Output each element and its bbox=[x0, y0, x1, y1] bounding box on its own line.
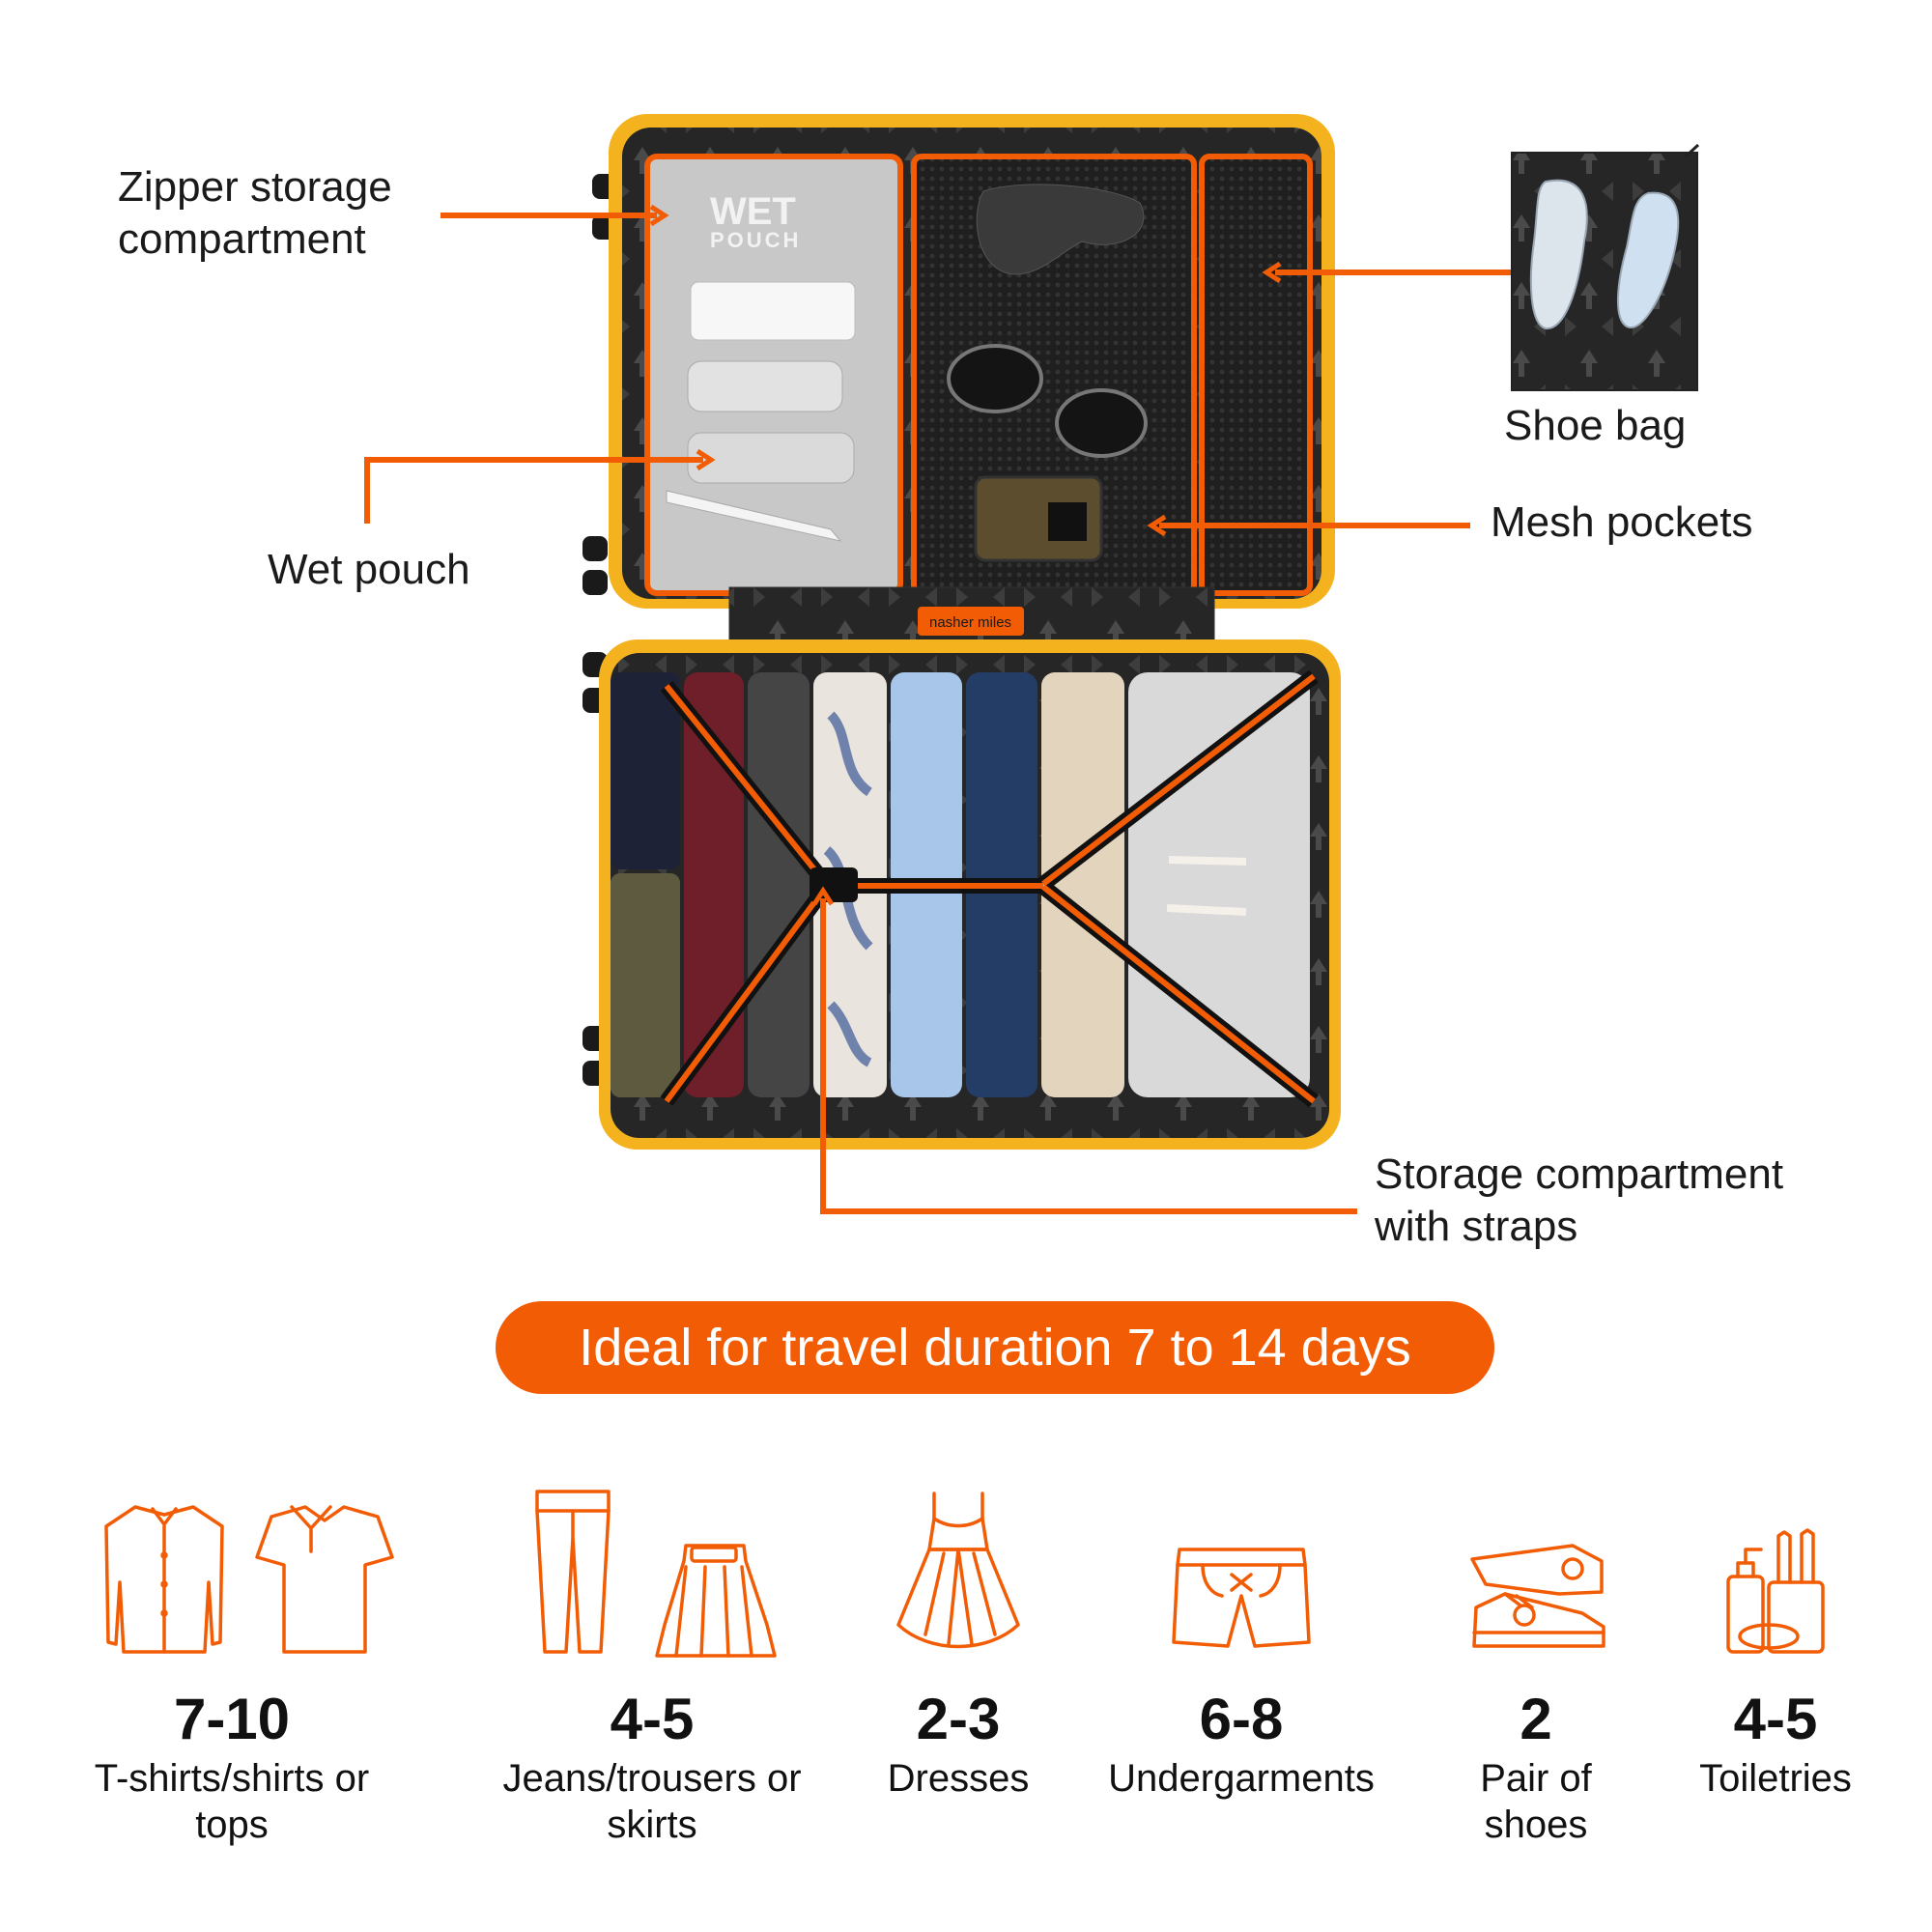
compression-straps bbox=[660, 669, 1319, 1108]
trousers-icon bbox=[535, 1490, 777, 1658]
mesh-pocket-right bbox=[1199, 154, 1313, 596]
rolled-clothes bbox=[611, 672, 1310, 1097]
stat-count: 2 bbox=[1520, 1687, 1552, 1751]
stat-toiletries: 4-5 Toiletries bbox=[1679, 1686, 1872, 1802]
stat-count: 6-8 bbox=[1199, 1687, 1284, 1751]
stat-count: 7-10 bbox=[173, 1687, 291, 1751]
stat-count: 4-5 bbox=[1733, 1687, 1818, 1751]
shorts-icon bbox=[1172, 1548, 1311, 1648]
stat-label: Undergarments bbox=[1108, 1757, 1375, 1800]
shoe-bag-label: Shoe bag bbox=[1504, 402, 1687, 449]
dress-icon bbox=[896, 1492, 1020, 1649]
zipper-compartment-label: Zipper storage compartment bbox=[118, 163, 392, 263]
stat-jeans: 4-5 Jeans/trousers or skirts bbox=[478, 1686, 826, 1848]
sneakers-icon bbox=[1470, 1544, 1605, 1648]
stat-count: 4-5 bbox=[610, 1687, 695, 1751]
shoe-bag bbox=[1511, 143, 1700, 391]
shirt-icon bbox=[104, 1505, 394, 1654]
pouch-title: WET bbox=[710, 190, 796, 233]
stat-count: 2-3 bbox=[916, 1687, 1001, 1751]
suitcase-illustration: WET POUCH nasher miles bbox=[364, 114, 1700, 1214]
stat-label: Jeans/trousers or skirts bbox=[502, 1757, 802, 1846]
toiletries-icon bbox=[1726, 1528, 1825, 1654]
stat-undergarments: 6-8 Undergarments bbox=[1092, 1686, 1391, 1802]
stat-label: T-shirts/shirts or tops bbox=[94, 1757, 370, 1846]
pouch-subtitle: POUCH bbox=[710, 228, 801, 252]
wet-pouch-label: Wet pouch bbox=[268, 546, 470, 593]
stat-dresses: 2-3 Dresses bbox=[862, 1686, 1055, 1802]
callout-lines bbox=[364, 204, 1512, 1214]
brand-label: nasher miles bbox=[929, 614, 1011, 631]
travel-duration-banner: Ideal for travel duration 7 to 14 days bbox=[496, 1301, 1494, 1394]
stat-label: Dresses bbox=[887, 1757, 1030, 1800]
stat-label: Toiletries bbox=[1699, 1757, 1852, 1800]
stat-tshirts: 7-10 T-shirts/shirts or tops bbox=[68, 1686, 396, 1848]
stat-label: Pair of shoes bbox=[1480, 1757, 1592, 1846]
stat-shoes: 2 Pair of shoes bbox=[1449, 1686, 1623, 1848]
straps-compartment-label: Storage compartment with straps bbox=[1375, 1151, 1784, 1250]
mesh-pockets-label: Mesh pockets bbox=[1491, 498, 1753, 546]
